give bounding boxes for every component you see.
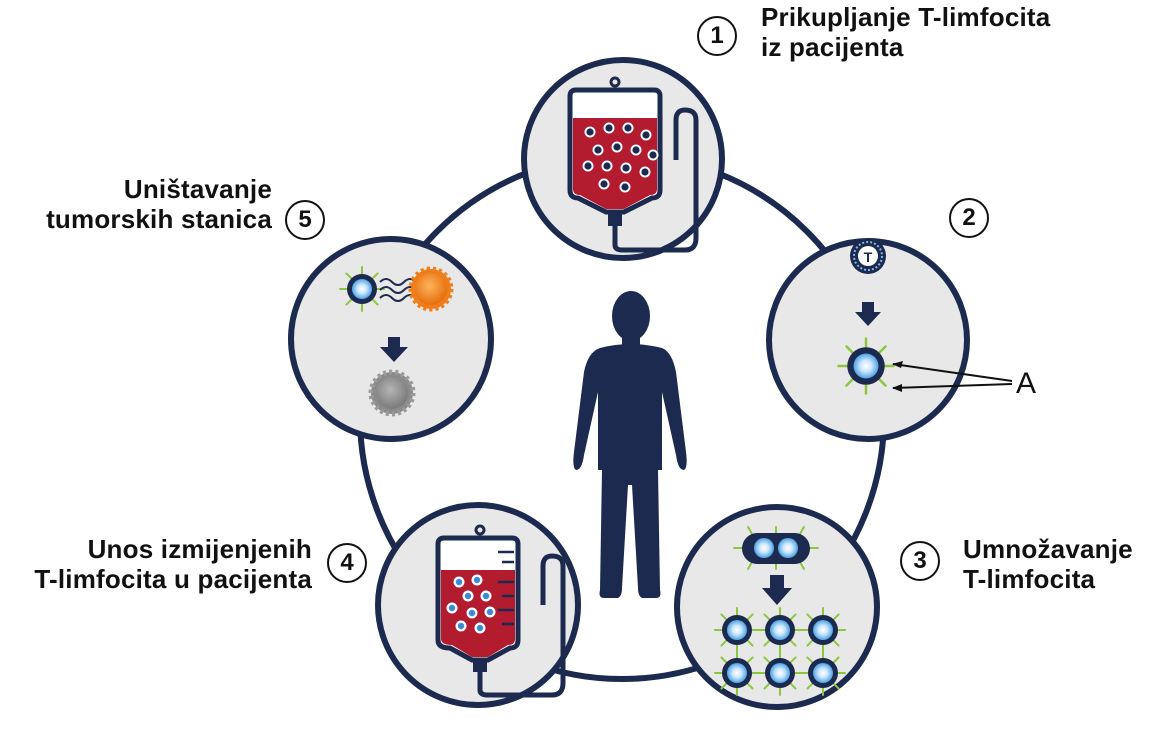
step-2-panel: T: [766, 238, 1013, 442]
blood-bag-icon: [567, 76, 699, 253]
step-4-panel: [375, 502, 581, 708]
dead-cell-icon: [368, 369, 416, 417]
step-5-panel: [288, 236, 494, 442]
step-5-title: Uništavanje tumorskih stanica: [46, 174, 272, 234]
dividing-cell-icon: [733, 526, 819, 570]
step-3-line2: T-limfocita: [963, 564, 1096, 594]
down-arrow-icon: [762, 575, 792, 605]
down-arrow-icon: [855, 302, 881, 326]
step-4-line2: T-limfocita u pacijenta: [34, 564, 312, 594]
step-5-line2: tumorskih stanica: [46, 204, 272, 234]
step-4-line1: Unos izmijenjenih: [87, 534, 312, 564]
step-3-panel: [674, 504, 880, 710]
t-cell-icon: T: [850, 238, 886, 274]
step-3-line1: Umnožavanje: [963, 534, 1133, 564]
step-1-title: Prikupljanje T-limfocita iz pacijenta: [761, 2, 1050, 62]
step-2-number: 2: [949, 198, 989, 238]
blood-bag-icon: [435, 524, 566, 698]
step-3-number: 3: [900, 541, 940, 581]
step-1-line2: iz pacijenta: [761, 32, 904, 62]
step-1-panel: [521, 57, 725, 261]
step-5-number: 5: [285, 200, 325, 240]
car-t-cell-icon: [837, 337, 895, 395]
human-silhouette-icon: [573, 291, 687, 598]
step-4-title: Unos izmijenjenih T-limfocita u pacijent…: [34, 534, 312, 594]
step-5-line1: Uništavanje: [123, 174, 272, 204]
tumor-cell-icon: [408, 266, 454, 312]
down-arrow-icon: [380, 337, 408, 362]
step-4-number: 4: [327, 543, 367, 583]
step-3-title: Umnožavanje T-limfocita: [963, 534, 1133, 594]
step-1-line1: Prikupljanje T-limfocita: [761, 2, 1051, 32]
callout-a-label: A: [1016, 367, 1037, 400]
t-cell-letter: T: [864, 249, 873, 265]
step-1-number: 1: [697, 16, 737, 56]
